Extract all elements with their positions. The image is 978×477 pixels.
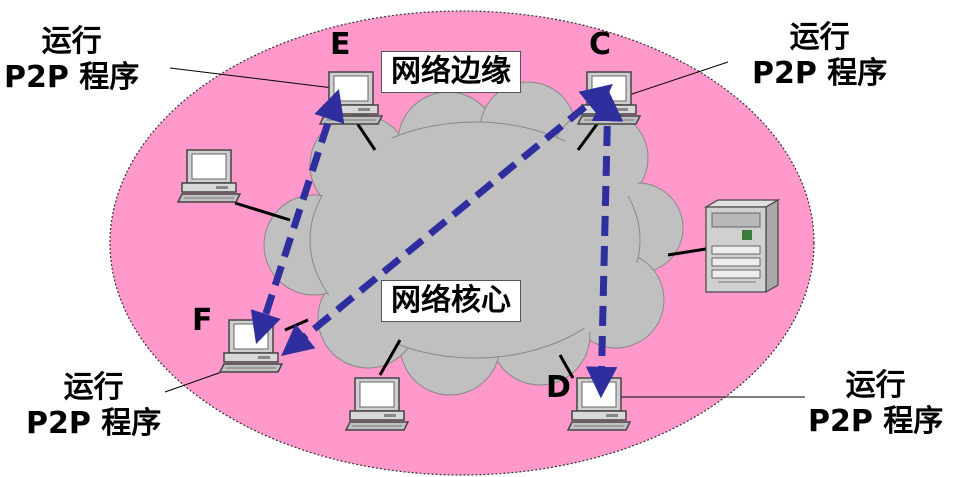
run-label-line2: P2P 程序 bbox=[808, 404, 944, 439]
run-p2p-label-C: 运行 P2P 程序 bbox=[752, 20, 887, 92]
run-label-line1: 运行 bbox=[845, 368, 906, 403]
run-p2p-label-E: 运行 P2P 程序 bbox=[4, 24, 139, 96]
run-p2p-label-D: 运行 P2P 程序 bbox=[808, 368, 943, 440]
host-computer-icon bbox=[177, 149, 241, 203]
run-label-line2: P2P 程序 bbox=[26, 406, 162, 441]
server-icon bbox=[703, 198, 781, 294]
p2p-arrow-C-D bbox=[585, 89, 624, 399]
network-edge-label: 网络边缘 bbox=[381, 51, 521, 93]
p2p-arrow-C-F bbox=[281, 84, 613, 356]
run-label-line2: P2P 程序 bbox=[752, 56, 888, 91]
run-label-line1: 运行 bbox=[41, 24, 102, 59]
run-label-line1: 运行 bbox=[63, 370, 124, 405]
node-label-C: C bbox=[589, 27, 612, 62]
host-F-computer-icon bbox=[219, 319, 283, 373]
node-label-D: D bbox=[546, 370, 571, 405]
network-core-label: 网络核心 bbox=[381, 280, 521, 322]
p2p-connections bbox=[250, 84, 624, 399]
host-E-computer-icon bbox=[319, 71, 383, 125]
node-label-F: F bbox=[192, 303, 213, 338]
node-label-E: E bbox=[330, 27, 351, 62]
run-p2p-label-F: 运行 P2P 程序 bbox=[26, 370, 161, 442]
run-label-line1: 运行 bbox=[789, 20, 850, 55]
host-computer-icon bbox=[345, 377, 409, 431]
run-label-line2: P2P 程序 bbox=[4, 60, 140, 95]
